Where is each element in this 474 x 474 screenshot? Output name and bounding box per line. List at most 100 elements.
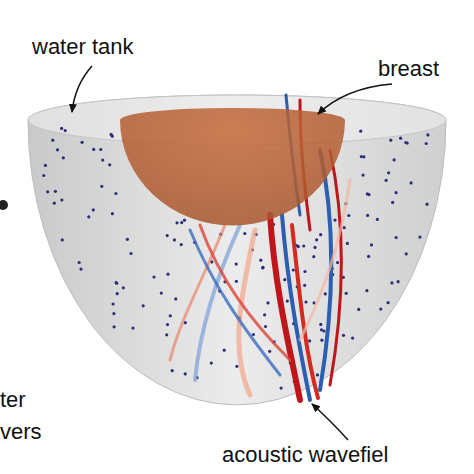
transducer-dot — [54, 190, 57, 193]
transducer-dot — [171, 369, 174, 372]
transducer-dot — [126, 238, 129, 241]
transducer-dot — [264, 325, 267, 328]
breast — [120, 108, 345, 226]
transducer-dot — [175, 221, 178, 224]
transducer-dot — [303, 284, 306, 287]
transducer-dot — [53, 202, 56, 205]
transducer-dot — [259, 259, 262, 262]
transducer-dot — [362, 155, 365, 158]
transducer-dot — [393, 158, 396, 161]
transducer-dot — [261, 266, 264, 269]
transducer-dot — [235, 365, 238, 368]
transducer-dot — [152, 275, 155, 278]
transducer-dot — [166, 323, 169, 326]
transducer-dot — [347, 214, 350, 217]
transducer-dot — [115, 281, 118, 284]
transducer-dot — [324, 292, 327, 295]
transducer-dot — [359, 130, 362, 133]
transducer-dot — [160, 292, 163, 295]
transducer-dot — [425, 203, 428, 206]
transducer-dot — [235, 280, 238, 283]
transducer-dot — [395, 191, 398, 194]
transducer-dot — [60, 198, 63, 201]
transducer-dot — [362, 174, 365, 177]
transducer-dot — [425, 142, 428, 145]
transducer-dot — [78, 261, 81, 264]
transducer-dot — [210, 362, 213, 365]
transducer-dot — [308, 339, 311, 342]
transducer-dot — [418, 236, 421, 239]
transducer-dot — [390, 281, 393, 284]
transducer-dot — [315, 238, 318, 241]
transducer-dot — [391, 201, 394, 204]
transducer-dot — [92, 148, 95, 151]
transducer-dot — [385, 179, 388, 182]
transducer-dot — [366, 214, 369, 217]
transducer-dot — [44, 164, 47, 167]
transducer-dot — [316, 373, 319, 376]
transducer-dot — [304, 300, 307, 303]
transducer-dot — [115, 282, 118, 285]
transducer-dot — [114, 192, 117, 195]
transducer-dot — [292, 268, 295, 271]
transducer-dot — [165, 333, 168, 336]
transducer-dot — [404, 141, 407, 144]
transducer-dot — [122, 286, 125, 289]
breast-label: breast — [378, 57, 439, 81]
transducer-dot — [81, 141, 84, 144]
transducer-dot — [268, 350, 271, 353]
transducer-dot — [319, 323, 322, 326]
transducer-dot — [376, 218, 379, 221]
transducer-dot — [286, 300, 289, 303]
transducer-dot — [410, 181, 413, 184]
transducer-dot — [266, 301, 269, 304]
transducer-dot — [131, 327, 134, 330]
transducer-dot — [108, 163, 111, 166]
transducer-dot — [387, 171, 390, 174]
transducer-dot — [302, 244, 305, 247]
transducer-dot — [366, 192, 369, 195]
transducer-dot — [46, 190, 49, 193]
transducer-dot — [87, 215, 90, 218]
transducer-dot — [62, 156, 65, 159]
transducer-dot — [166, 273, 169, 276]
transducer-dot — [60, 127, 63, 130]
transducer-dot — [169, 314, 172, 317]
leader-lines — [72, 66, 392, 440]
transducer-dot — [342, 334, 345, 337]
transducer-dot — [142, 304, 145, 307]
transducer-dot — [56, 148, 59, 151]
transducer-dot — [261, 266, 264, 269]
transducer-dot — [112, 302, 115, 305]
transducer-dot — [79, 268, 82, 271]
transducer-dot — [183, 219, 186, 222]
transducer-dot — [111, 212, 114, 215]
transducer-dot — [243, 232, 246, 235]
transducer-dot — [345, 292, 348, 295]
transducer-dot — [174, 297, 177, 300]
transducer-dot — [180, 243, 183, 246]
transducer-dot — [397, 280, 400, 283]
transducer-dot — [395, 236, 398, 239]
transducer-dot — [303, 270, 306, 273]
transducer-dot — [92, 208, 95, 211]
transducer-dot — [64, 129, 67, 132]
transducer-dot — [283, 278, 286, 281]
transducer-dot — [51, 139, 54, 142]
transducer-dot — [399, 137, 402, 140]
tank-label: water tank — [32, 35, 134, 59]
transducer-dot — [389, 139, 392, 142]
emitter-dot — [0, 200, 8, 210]
transducer-dot — [61, 238, 64, 241]
transducer-dot — [357, 308, 360, 311]
transducer-dot — [263, 313, 266, 316]
side-label: ter — [0, 388, 26, 412]
transducer-dot — [223, 349, 226, 352]
transducer-dot — [184, 372, 187, 375]
transducer-dot — [100, 185, 103, 188]
transducer-dot — [346, 242, 349, 245]
transducer-dot — [112, 312, 115, 315]
transducer-dot — [343, 226, 346, 229]
transducer-dot — [173, 238, 176, 241]
transducer-dot — [367, 255, 370, 258]
